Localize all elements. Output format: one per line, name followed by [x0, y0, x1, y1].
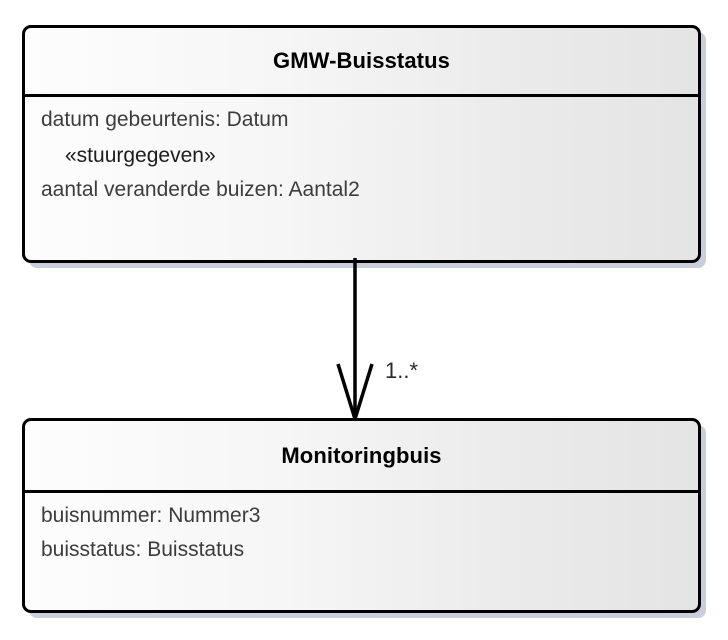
class-attribute: buisnummer: Nummer3	[41, 504, 261, 527]
class-header: GMW-Buisstatus	[25, 28, 698, 97]
class-box-monitoringbuis[interactable]: Monitoringbuis buisnummer: Nummer3 buiss…	[22, 418, 701, 613]
class-attribute: datum gebeurtenis: Datum	[41, 108, 289, 131]
class-name: GMW-Buisstatus	[273, 48, 450, 73]
class-attribute: aantal veranderde buizen: Aantal2	[41, 178, 360, 201]
class-stereotype: «stuurgegeven»	[65, 144, 216, 167]
class-name: Monitoringbuis	[281, 442, 442, 468]
association-arrowhead-icon	[336, 363, 374, 423]
class-attributes: buisnummer: Nummer3 buisstatus: Buisstat…	[25, 493, 698, 560]
class-box-gmw-buisstatus[interactable]: GMW-Buisstatus datum gebeurtenis: Datum …	[22, 25, 701, 263]
class-attribute: buisstatus: Buisstatus	[41, 538, 245, 561]
association-connector	[336, 258, 374, 423]
association-multiplicity-label: 1..*	[385, 358, 419, 383]
class-header: Monitoringbuis	[25, 421, 698, 493]
class-attributes: datum gebeurtenis: Datum «stuurgegeven» …	[25, 97, 698, 200]
